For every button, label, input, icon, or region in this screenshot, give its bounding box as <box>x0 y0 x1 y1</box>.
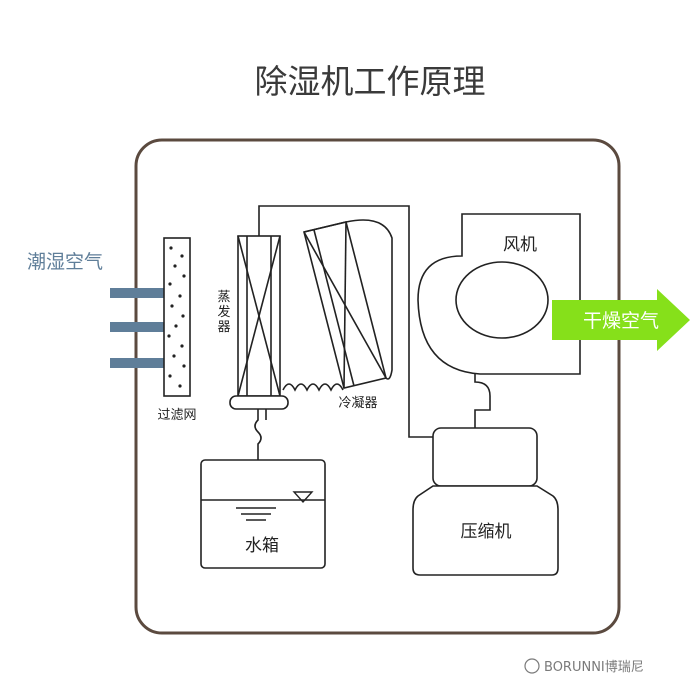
watermark-text: BORUNNI博瑞尼 <box>544 660 644 675</box>
evaporator-label-char: 蒸 <box>217 290 230 305</box>
filter-label: 过滤网 <box>157 408 196 423</box>
drain-pipe <box>254 409 262 460</box>
water-tank-label: 水箱 <box>245 536 279 556</box>
fan-housing <box>417 213 581 375</box>
water-tank <box>200 459 326 569</box>
inlet-label: 潮湿空气 <box>27 251 103 273</box>
diagram-title: 除湿机工作原理 <box>255 62 486 101</box>
condenser-coil <box>303 219 393 389</box>
evaporator-label: 蒸 发 器 <box>217 290 230 335</box>
condenser-label: 冷凝器 <box>338 395 377 411</box>
fan-wheel <box>455 261 549 339</box>
filter-screen <box>163 237 191 397</box>
compressor-label: 压缩机 <box>461 522 512 542</box>
housing-frame <box>134 138 621 635</box>
compressor <box>412 427 559 576</box>
water-level-marker <box>292 491 314 504</box>
outlet-arrow <box>552 289 690 351</box>
refrigerant-pipe <box>258 205 475 438</box>
fan-compressor-pipe <box>474 374 491 430</box>
outlet-label: 干燥空气 <box>583 310 659 332</box>
wechat-icon <box>524 658 540 674</box>
capillary-coil <box>282 383 344 392</box>
fan-label: 风机 <box>503 235 537 255</box>
evaporator-coil <box>229 235 289 410</box>
evaporator-label-char: 发 <box>217 304 230 320</box>
watermark: BORUNNI博瑞尼 <box>524 658 644 675</box>
evaporator-label-char: 器 <box>217 320 230 335</box>
